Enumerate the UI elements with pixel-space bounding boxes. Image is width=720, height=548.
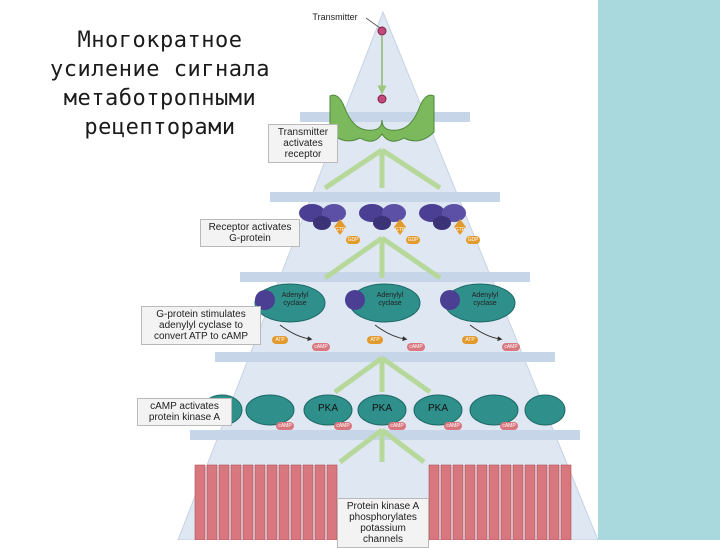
gdp-tag: GDP <box>406 236 420 244</box>
camp-tag: cAMP <box>444 422 462 430</box>
gdp-tag: GDP <box>346 236 360 244</box>
adenylyl-cyclase-row <box>254 283 516 342</box>
gtp-tag: GTP <box>394 227 406 233</box>
gtp-tag: GTP <box>454 227 466 233</box>
cyclase-label-line: Adenylyl <box>471 292 499 299</box>
camp-tag: cAMP <box>334 422 352 430</box>
atp-tag: ATP <box>367 336 383 344</box>
label-line: G-protein stimulates <box>156 309 246 320</box>
label-line: G-protein <box>229 233 271 244</box>
cyclase-label-line: Adenylyl <box>376 292 404 299</box>
potassium-channels <box>194 464 572 540</box>
label-line: Transmitter <box>277 127 329 138</box>
label-line: adenylyl cyclase to <box>159 320 243 331</box>
label-line: activates <box>283 138 323 149</box>
camp-tag: cAMP <box>312 343 330 351</box>
cyclase-label-line: cyclase <box>473 300 497 307</box>
camp-tag: cAMP <box>502 343 520 351</box>
arrows-receptor-to-gprotein <box>323 147 442 191</box>
atp-tag: ATP <box>272 336 288 344</box>
arrows-camp-to-pka <box>333 355 432 395</box>
arrows-pka-to-channels <box>338 428 426 464</box>
pka-label: PKA <box>427 403 448 414</box>
transmitter-label: Transmitter <box>312 12 358 22</box>
camp-tag: cAMP <box>388 422 406 430</box>
label-line: protein kinase A <box>148 412 221 423</box>
cyclase-label-line: cyclase <box>283 300 307 307</box>
camp-tag: cAMP <box>500 422 518 430</box>
label-line: receptor <box>284 149 322 160</box>
label-line: cAMP activates <box>150 401 219 412</box>
label-line: potassium channels <box>360 523 406 545</box>
cyclase-label-line: Adenylyl <box>281 292 309 299</box>
bound-transmitter <box>377 94 387 104</box>
slide-title: Многократное усиление сигнала метаботроп… <box>40 26 280 142</box>
label-line: Protein kinase A <box>346 501 420 512</box>
right-margin-panel <box>598 0 720 540</box>
left-margin-panel <box>0 0 137 540</box>
pka-label: PKA <box>317 403 338 414</box>
atp-tag: ATP <box>462 336 478 344</box>
arrows-gprotein-to-cyclase <box>323 235 442 281</box>
label-line: convert ATP to cAMP <box>153 331 249 342</box>
cyclase-label: Adenylyl cyclase <box>468 292 502 308</box>
transmitter-molecule <box>377 26 387 36</box>
camp-tag: cAMP <box>276 422 294 430</box>
label-gprotein-activation: Receptor activates G-protein <box>200 219 300 247</box>
label-channel-phosphorylation: Protein kinase A phosphorylates potassiu… <box>337 498 429 548</box>
pka-label: PKA <box>371 403 392 414</box>
cyclase-label-line: cyclase <box>378 300 402 307</box>
title-line: рецепторами <box>84 115 236 140</box>
label-line: Receptor activates <box>208 222 292 233</box>
label-cyclase-stimulation: G-protein stimulates adenylyl cyclase to… <box>141 306 261 345</box>
cyclase-label: Adenylyl cyclase <box>278 292 312 308</box>
label-line: phosphorylates <box>349 512 417 523</box>
title-line: Многократное <box>77 28 243 53</box>
label-pka-activation: cAMP activates protein kinase A <box>137 398 232 426</box>
gprotein-row <box>299 204 466 235</box>
title-line: метаботропными <box>63 86 257 111</box>
gtp-tag: GTP <box>334 227 346 233</box>
title-line: усиление сигнала <box>50 57 270 82</box>
gdp-tag: GDP <box>466 236 480 244</box>
label-receptor-activation: Transmitter activates receptor <box>268 124 338 163</box>
receptor-shape <box>329 94 435 142</box>
cyclase-label: Adenylyl cyclase <box>373 292 407 308</box>
camp-tag: cAMP <box>407 343 425 351</box>
